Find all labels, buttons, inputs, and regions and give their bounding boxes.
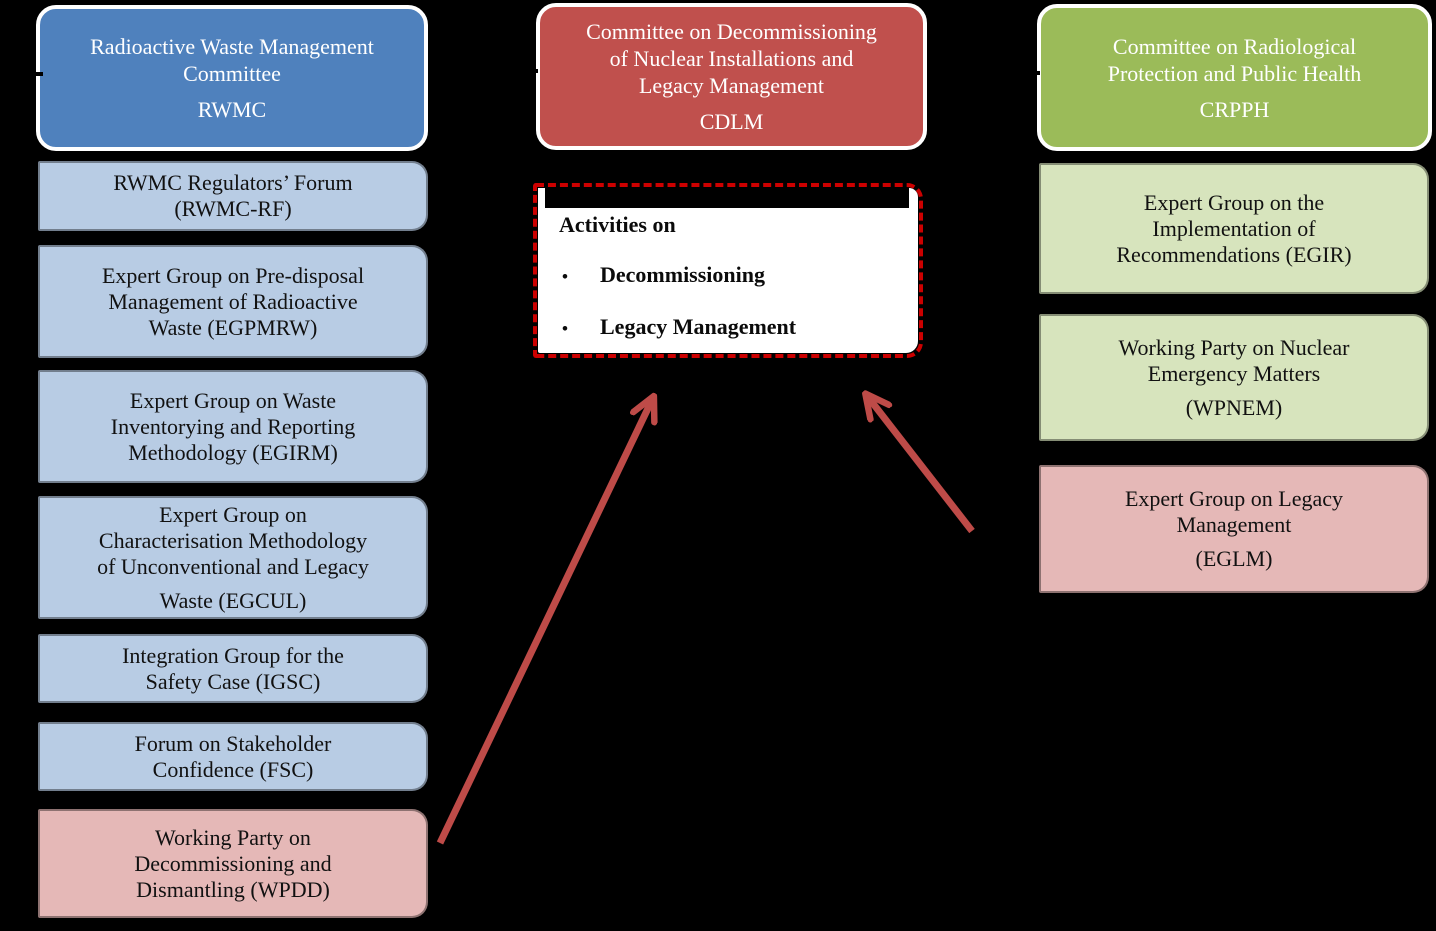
subgroup-label: Expert Group on Waste Inventorying and R… xyxy=(110,387,356,465)
subgroup-box-fsc: Forum on Stakeholder Confidence (FSC) xyxy=(38,722,428,791)
connector-stub-middle xyxy=(523,69,538,73)
activities-box-fill xyxy=(538,208,918,353)
committee-acronym: CDLM xyxy=(699,109,764,134)
subgroup-label-tail: (WPNEM) xyxy=(1185,394,1283,420)
activities-box-edge xyxy=(538,188,545,212)
subgroup-box-egcul: Expert Group on Characterisation Methodo… xyxy=(38,496,428,619)
activities-box: Activities on • Decommissioning • Legacy… xyxy=(533,183,923,358)
committee-box-rwmc: Radioactive Waste Management Committee R… xyxy=(36,5,428,151)
subgroup-box-egir: Expert Group on the Implementation of Re… xyxy=(1039,163,1429,294)
bullet-icon: • xyxy=(562,319,568,338)
bullet-icon: • xyxy=(562,267,568,286)
bullet-item: • Legacy Management xyxy=(559,314,901,342)
connector-stub-left xyxy=(28,72,43,76)
bullet-label: Decommissioning xyxy=(600,262,765,287)
relation-arrow xyxy=(868,397,975,534)
relation-arrow xyxy=(436,400,652,845)
subgroup-label: Expert Group on Pre-disposal Management … xyxy=(101,262,365,340)
activities-content: Activities on • Decommissioning • Legacy… xyxy=(537,187,919,354)
activities-heading: Activities on xyxy=(559,212,676,237)
connector-stub-right xyxy=(1025,71,1040,75)
committee-title: Committee on Decommissioning of Nuclear … xyxy=(586,19,877,98)
committee-box-crpph: Committee on Radiological Protection and… xyxy=(1037,4,1432,151)
subgroup-label: Expert Group on Characterisation Methodo… xyxy=(97,501,369,579)
subgroup-label-tail: Waste (EGCUL) xyxy=(159,587,307,613)
subgroup-box-egpmrw: Expert Group on Pre-disposal Management … xyxy=(38,245,428,358)
committee-acronym: CRPPH xyxy=(1199,96,1270,122)
subgroup-box-rwmc-rf: RWMC Regulators’ Forum (RWMC-RF) xyxy=(38,161,428,231)
subgroup-label: Forum on Stakeholder Confidence (FSC) xyxy=(134,730,332,782)
subgroup-label: Integration Group for the Safety Case (I… xyxy=(122,642,344,694)
activities-box-edge xyxy=(909,188,918,212)
subgroup-box-wpnem: Working Party on Nuclear Emergency Matte… xyxy=(1039,314,1429,441)
committee-box-cdlm: Committee on Decommissioning of Nuclear … xyxy=(536,3,927,150)
bullet-label: Legacy Management xyxy=(600,314,797,339)
committee-acronym: RWMC xyxy=(197,97,267,122)
subgroup-label: Working Party on Nuclear Emergency Matte… xyxy=(1118,334,1350,386)
subgroup-label-tail: (EGLM) xyxy=(1195,546,1273,571)
committee-title: Committee on Radiological Protection and… xyxy=(1107,33,1362,86)
subgroup-label: Expert Group on the Implementation of Re… xyxy=(1116,189,1352,267)
subgroup-box-igsc: Integration Group for the Safety Case (I… xyxy=(38,634,428,703)
subgroup-label: Expert Group on Legacy Management xyxy=(1124,486,1344,537)
committee-title: Radioactive Waste Management Committee xyxy=(90,34,374,86)
subgroup-box-eglm: Expert Group on Legacy Management (EGLM) xyxy=(1039,465,1429,593)
subgroup-label: RWMC Regulators’ Forum (RWMC-RF) xyxy=(113,170,353,221)
bullet-item: • Decommissioning xyxy=(559,262,901,290)
subgroup-box-wpdd: Working Party on Decommissioning and Dis… xyxy=(38,809,428,918)
subgroup-label: Working Party on Decommissioning and Dis… xyxy=(134,824,332,902)
subgroup-box-egirm: Expert Group on Waste Inventorying and R… xyxy=(38,370,428,483)
